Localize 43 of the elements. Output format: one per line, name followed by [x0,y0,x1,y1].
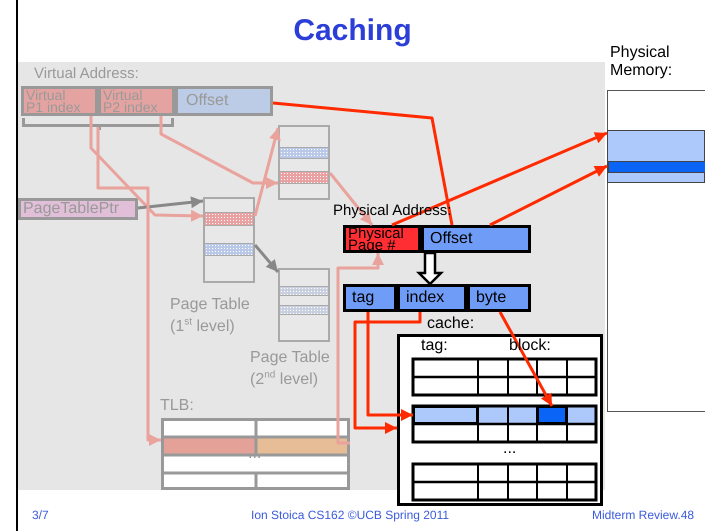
register-field: PageTablePtr [18,198,138,220]
title: Caching [293,14,412,47]
address-field: Offset [421,225,531,253]
page-table [203,197,255,283]
arrow [160,116,278,189]
arrow [96,127,161,446]
block-arrow [416,252,444,286]
arrow [328,172,374,226]
address-field: tag [343,284,397,312]
arrow [391,132,608,226]
arrow [90,116,204,222]
page-table [278,268,330,342]
address-field: byte [467,284,531,312]
address-field: Virtual P1 index [21,86,98,116]
arrow [254,128,281,216]
section-label: Virtual Address: [34,65,139,82]
arrow [254,244,280,273]
arrow [498,311,554,407]
cache-line-tag [413,406,478,424]
table-caption: Page Table (2$^{nd}$ level) [250,348,331,390]
memory-label: Physical Memory: [610,44,674,80]
bracket [22,118,174,127]
address-field: index [397,284,467,312]
cache-label: cache: [427,315,474,333]
address-field: Virtual P2 index [98,86,175,116]
arrow [354,312,422,434]
tlb-label: TLB: [160,397,194,415]
arrow [138,196,204,210]
arrow [336,253,384,444]
address-field: Offset [175,86,273,116]
arrow [366,312,413,421]
column-header: tag: [421,337,448,355]
ellipsis: ... [248,445,262,463]
cache-byte [537,406,567,424]
page-number: 3/7 [32,508,49,522]
footer-credit: Ion Stoica CS162 ©UCB Spring 2011 [251,508,450,522]
memory-page [607,130,705,183]
ellipsis: ... [503,440,516,458]
slide-label: Midterm Review.48 [592,508,694,522]
table-caption: Page Table (1$^{st}$ level) [170,295,251,337]
arrow [489,164,608,226]
page-table [278,125,330,200]
memory-byte [608,161,705,173]
